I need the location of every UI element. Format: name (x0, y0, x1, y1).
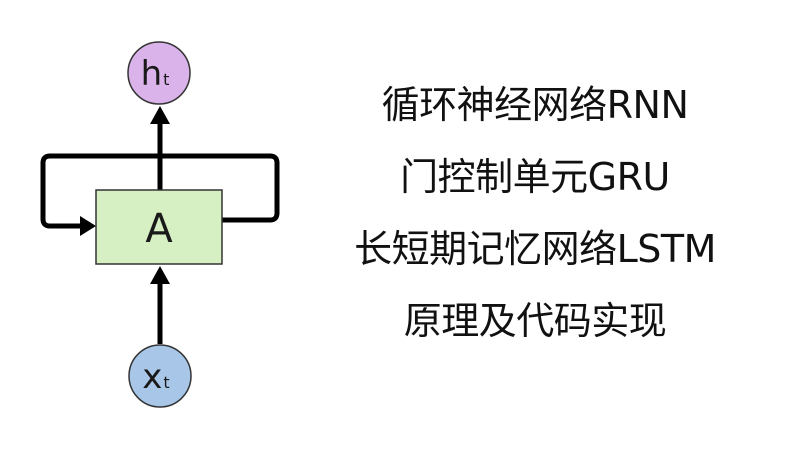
input-node-main: x (142, 357, 162, 397)
rnn-cell-diagram: A ht xt (40, 41, 280, 408)
output-arrowhead (150, 106, 170, 124)
title-line-rnn: 循环神经网络RNN (381, 83, 689, 127)
title-line-gru: 门控制单元GRU (400, 155, 670, 199)
cell-label: A (145, 206, 173, 252)
title-line-lstm: 长短期记忆网络LSTM (354, 227, 716, 271)
input-node-label: xt (142, 357, 169, 397)
input-node (128, 344, 192, 408)
output-node (127, 41, 191, 105)
input-node-subscript: t (163, 373, 169, 392)
title-block: 循环神经网络RNN 门控制单元GRU 长短期记忆网络LSTM 原理及代码实现 (320, 86, 750, 376)
loop-arrowhead (80, 216, 96, 236)
rnn-cell-box (95, 189, 223, 265)
output-node-label: ht (141, 54, 170, 94)
output-node-subscript: t (163, 70, 169, 89)
title-line-implementation: 原理及代码实现 (403, 299, 667, 343)
output-node-main: h (141, 54, 163, 94)
input-arrowhead (150, 266, 170, 284)
